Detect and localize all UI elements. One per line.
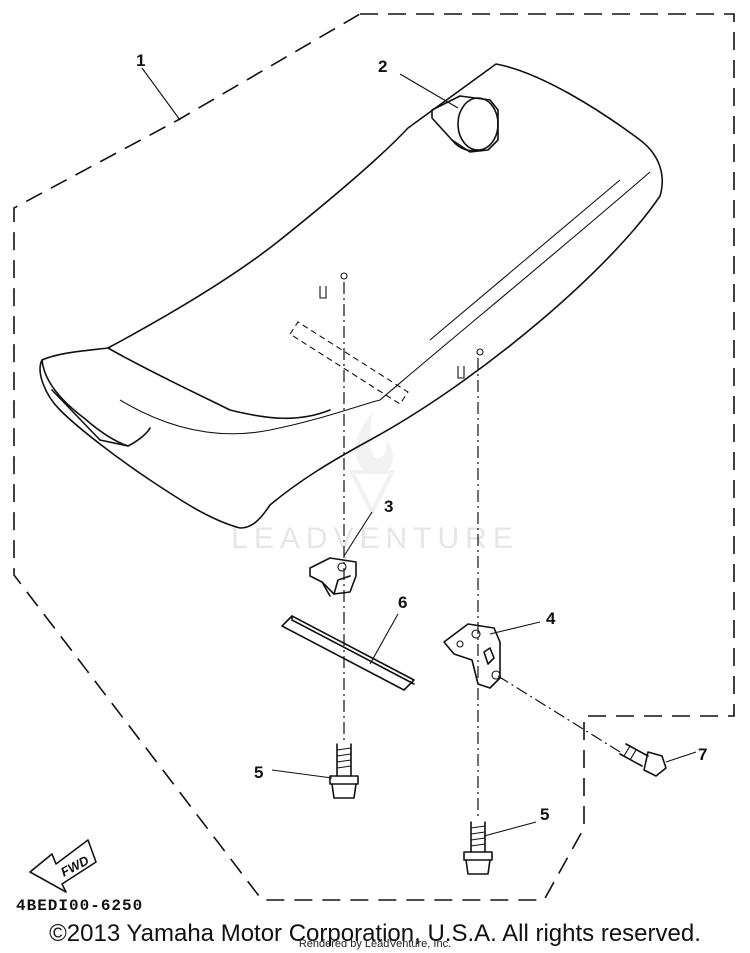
assembly-boundary (13, 13, 735, 901)
callout-6: 6 (398, 593, 407, 612)
copyright-notice: ©2013 Yamaha Motor Corporation, U.S.A. A… (49, 920, 701, 947)
strip-position-outline (289, 321, 409, 405)
callout-4: 4 (546, 609, 556, 628)
bolt-5-left (329, 743, 359, 799)
seat (39, 63, 663, 529)
fwd-arrow-icon: FWD (29, 839, 97, 893)
bracket-4 (443, 623, 501, 689)
bolt-7 (619, 743, 667, 777)
callout-5-right: 5 (540, 805, 549, 824)
callout-2: 2 (378, 57, 387, 76)
bracket-3 (309, 557, 357, 597)
diagram-code: 4BEDI00-6250 (16, 897, 143, 915)
watermark-text: LEADVENTURE (231, 522, 519, 555)
centerline-bolt-7 (497, 675, 621, 753)
rendered-by-notice: Rendered by LeadVenture, Inc. (298, 938, 452, 950)
bolt-5-right (463, 821, 493, 875)
seat-hook (431, 95, 499, 153)
callout-7: 7 (698, 745, 707, 764)
callout-5-left: 5 (254, 763, 263, 782)
seat-markings (319, 272, 484, 379)
callout-1: 1 (136, 51, 145, 70)
watermark-logo (348, 412, 396, 517)
callout-3: 3 (384, 497, 393, 516)
leader-lines (141, 67, 697, 837)
strip-6 (281, 615, 415, 691)
